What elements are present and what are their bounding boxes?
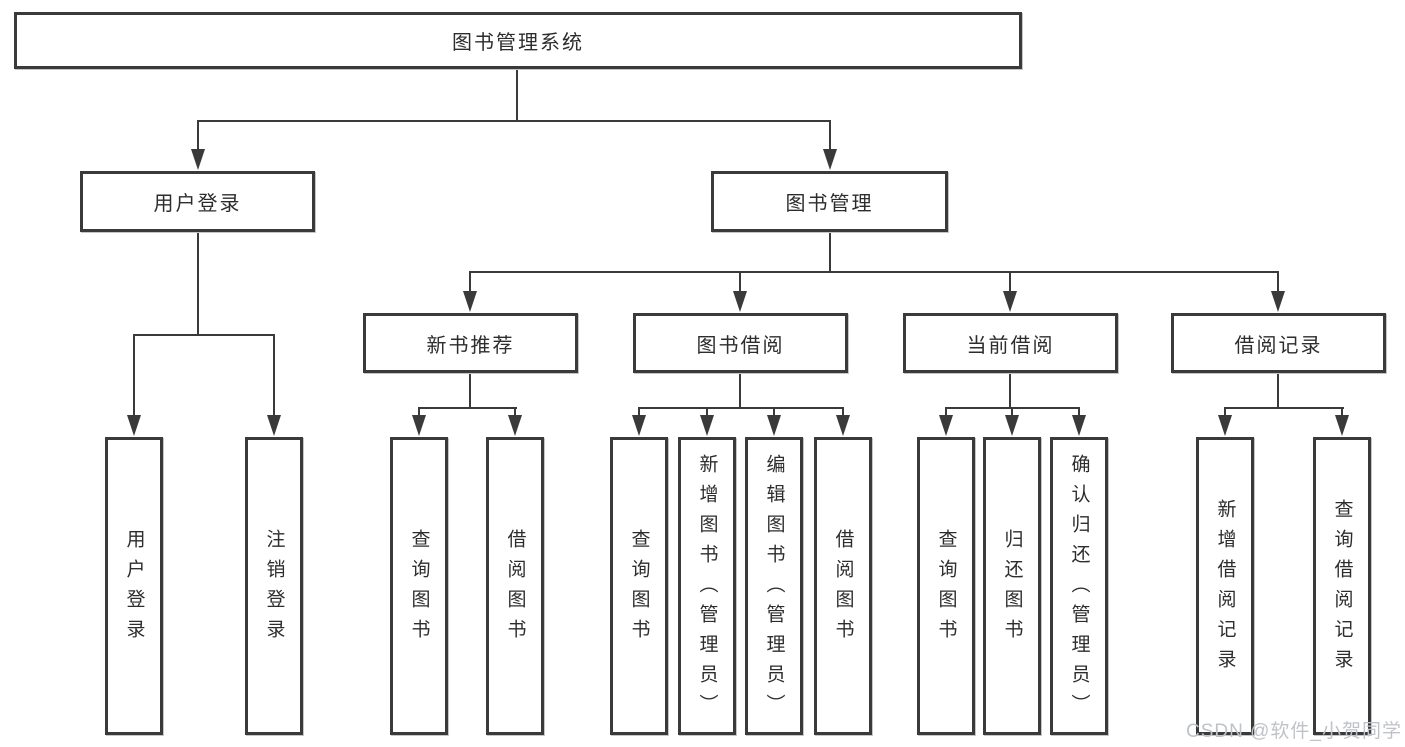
leaf-query-borrow-record: 查询借阅记录 (1313, 437, 1371, 735)
arrowhead (1218, 415, 1232, 436)
connector-vline (638, 407, 640, 417)
arrowhead (412, 415, 426, 436)
arrowhead (823, 149, 837, 170)
connector-hline (1224, 407, 1344, 409)
connector-vline (418, 407, 420, 417)
connector-vline (706, 407, 708, 417)
connector-vline (197, 120, 199, 151)
arrowhead (1003, 291, 1017, 312)
leaf-query-books-current: 查询图书 (917, 437, 975, 735)
arrowhead (1005, 415, 1019, 436)
leaf-add-borrow-record: 新增借阅记录 (1196, 437, 1254, 735)
connector-vline (197, 231, 199, 336)
arrowhead (463, 291, 477, 312)
connector-vline (273, 334, 275, 417)
leaf-confirm-return-admin: 确认归还（管理员） (1050, 437, 1108, 735)
connector-vline (1009, 271, 1011, 293)
connector-vline (516, 68, 518, 121)
arrowhead (632, 415, 646, 436)
arrowhead (127, 415, 141, 436)
arrowhead (1271, 291, 1285, 312)
arrowhead (508, 415, 522, 436)
connector-vline (842, 407, 844, 417)
arrowhead (191, 149, 205, 170)
leaf-query-books-recommend: 查询图书 (390, 437, 448, 735)
connector-hline (197, 120, 831, 122)
node-book-borrowing: 图书借阅 (633, 313, 848, 373)
leaf-borrow-books: 借阅图书 (814, 437, 872, 735)
arrowhead (767, 415, 781, 436)
connector-vline (1011, 407, 1013, 417)
connector-vline (1341, 407, 1343, 417)
leaf-logout: 注销登录 (245, 437, 303, 735)
node-new-book-recommend: 新书推荐 (363, 313, 578, 373)
arrowhead (267, 415, 281, 436)
arrowhead (1072, 415, 1086, 436)
connector-vline (1277, 271, 1279, 293)
node-user-login: 用户登录 (80, 171, 315, 232)
leaf-query-books-borrowing: 查询图书 (610, 437, 668, 735)
leaf-user-login: 用户登录 (105, 437, 163, 735)
arrowhead (1335, 415, 1349, 436)
connector-hline (133, 334, 275, 336)
connector-vline (469, 372, 471, 409)
connector-vline (469, 271, 471, 293)
connector-vline (1277, 372, 1279, 409)
connector-vline (133, 334, 135, 417)
connector-hline (469, 271, 1279, 273)
arrowhead (939, 415, 953, 436)
connector-hline (418, 407, 517, 409)
connector-vline (829, 120, 831, 151)
arrowhead (836, 415, 850, 436)
arrowhead (700, 415, 714, 436)
connector-vline (739, 372, 741, 409)
connector-vline (945, 407, 947, 417)
leaf-add-books-admin: 新增图书（管理员） (678, 437, 736, 735)
connector-vline (514, 407, 516, 417)
node-library-management-system: 图书管理系统 (14, 12, 1022, 69)
connector-vline (829, 231, 831, 273)
arrowhead (733, 291, 747, 312)
leaf-return-books: 归还图书 (983, 437, 1041, 735)
node-borrowing-records: 借阅记录 (1171, 313, 1386, 373)
connector-vline (739, 271, 741, 293)
connector-hline (638, 407, 844, 409)
connector-vline (1224, 407, 1226, 417)
leaf-edit-books-admin: 编辑图书（管理员） (745, 437, 803, 735)
connector-vline (1078, 407, 1080, 417)
connector-vline (1009, 372, 1011, 409)
node-book-management: 图书管理 (711, 171, 948, 232)
csdn-watermark: CSDN @软件_小贺同学 (1186, 721, 1402, 742)
leaf-borrow-books-recommend: 借阅图书 (486, 437, 544, 735)
node-current-borrowing: 当前借阅 (903, 313, 1118, 373)
connector-vline (773, 407, 775, 417)
